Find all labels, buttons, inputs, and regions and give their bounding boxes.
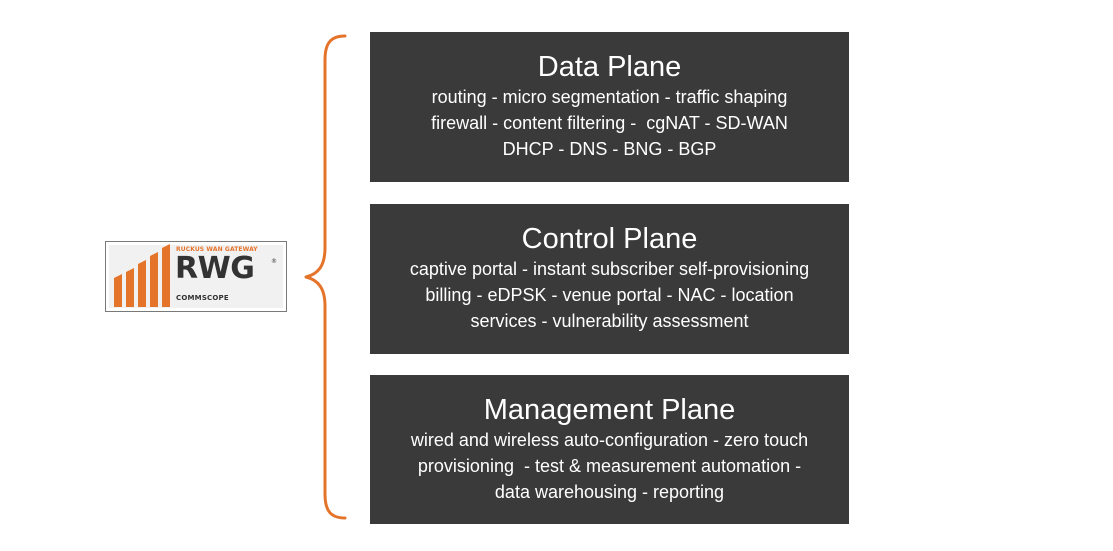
- management-plane-box: Management Plane wired and wireless auto…: [370, 375, 849, 524]
- control-plane-line: billing - eDPSK - venue portal - NAC - l…: [425, 285, 794, 305]
- management-plane-line: data warehousing - reporting: [494, 482, 725, 502]
- logo-company-name: COMMSCOPE: [176, 294, 229, 302]
- data-plane-line: firewall - content filtering - cgNAT - S…: [431, 113, 788, 133]
- data-plane-title: Data Plane: [537, 51, 682, 83]
- data-plane-line: DHCP - DNS - BNG - BGP: [502, 139, 717, 159]
- control-plane-box: Control Plane captive portal - instant s…: [370, 204, 849, 354]
- logo-wordmark: RWG: [175, 251, 255, 286]
- rwg-logo: RUCKUS WAN GATEWAY RWG ® COMMSCOPE: [105, 241, 287, 312]
- control-plane-title: Control Plane: [521, 223, 698, 255]
- logo-tagline: RUCKUS WAN GATEWAY: [176, 246, 258, 253]
- management-plane-line: provisioning - test & measurement automa…: [417, 456, 802, 476]
- control-plane-line: services - vulnerability assessment: [470, 311, 749, 331]
- data-plane-line: routing - micro segmentation - traffic s…: [431, 87, 788, 107]
- signal-bars-icon: [114, 244, 170, 307]
- curly-brace: [304, 34, 347, 520]
- management-plane-title: Management Plane: [483, 394, 736, 426]
- management-plane-line: wired and wireless auto-configuration - …: [410, 430, 809, 450]
- registered-mark: ®: [271, 258, 277, 265]
- control-plane-line: captive portal - instant subscriber self…: [409, 259, 810, 279]
- data-plane-box: Data Plane routing - micro segmentation …: [370, 32, 849, 182]
